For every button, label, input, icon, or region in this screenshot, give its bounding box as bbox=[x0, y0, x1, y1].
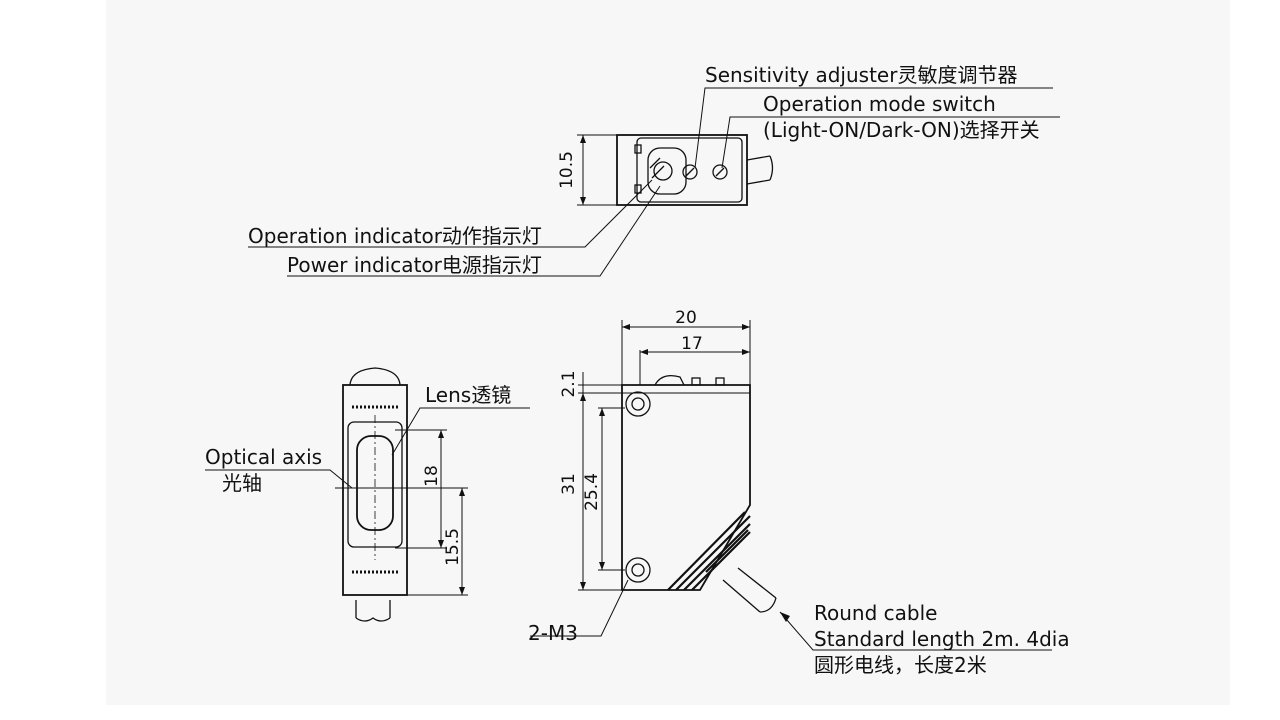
mount-hole-lower-icon bbox=[625, 557, 651, 583]
top-view-cable bbox=[746, 155, 771, 185]
side-view-cable-break bbox=[759, 597, 777, 613]
leader-lens bbox=[391, 407, 530, 456]
mode-switch-icon bbox=[712, 164, 728, 180]
indicator-lens-outline bbox=[647, 147, 687, 195]
mount-hole-upper-inner bbox=[631, 397, 645, 411]
leader-sensitivity bbox=[694, 87, 1053, 169]
leader-operation-indicator bbox=[248, 179, 653, 248]
top-view-inner-panel bbox=[636, 137, 743, 203]
top-view bbox=[248, 87, 1060, 277]
front-view-top-cap bbox=[349, 367, 401, 386]
dim-hole-pitch-value: 25.4 bbox=[582, 473, 602, 511]
label-cable-cn: 圆形电线，长度2米 bbox=[814, 653, 987, 677]
front-view-body bbox=[342, 384, 408, 596]
label-optical-axis-cn: 光轴 bbox=[222, 471, 262, 495]
label-optical-axis: Optical axis bbox=[205, 445, 322, 469]
label-cable-length: Standard length 2m. 4dia bbox=[814, 627, 1070, 651]
mount-hole-upper-icon bbox=[625, 391, 651, 417]
label-light-dark-on: (Light-ON/Dark-ON)选择开关 bbox=[763, 118, 1040, 142]
operation-indicator-icon bbox=[653, 161, 673, 181]
leader-power-indicator bbox=[287, 185, 661, 277]
top-view-cable-break bbox=[769, 155, 774, 181]
leader-mount bbox=[530, 579, 629, 637]
top-view-body bbox=[616, 134, 748, 206]
side-view-tab-1 bbox=[691, 377, 701, 386]
leader-mode-switch bbox=[721, 116, 1060, 169]
top-view-notch-upper bbox=[634, 144, 642, 154]
dim-18-extension bbox=[395, 429, 447, 549]
front-view bbox=[205, 367, 530, 622]
dim-axis-offset-value: 15.5 bbox=[443, 528, 463, 566]
mount-hole-lower-inner bbox=[631, 563, 645, 577]
dim-15-5-extension bbox=[407, 487, 468, 596]
side-view-indicator-bump bbox=[654, 374, 685, 386]
indicator-hatching bbox=[649, 157, 665, 179]
label-sensitivity-adjuster: Sensitivity adjuster灵敏度调节器 bbox=[705, 63, 1017, 87]
dim-10-5-extension bbox=[577, 134, 617, 206]
cable-strain-relief-hatching bbox=[667, 511, 751, 591]
dimension-arrowheads bbox=[438, 135, 790, 622]
sensitivity-adjuster-icon bbox=[682, 164, 698, 180]
label-power-indicator: Power indicator电源指示灯 bbox=[287, 253, 542, 277]
front-view-cable-break bbox=[355, 617, 391, 622]
label-operation-mode-switch: Operation mode switch bbox=[763, 92, 996, 116]
side-view-cable bbox=[722, 567, 777, 613]
leader-optical-axis bbox=[205, 469, 353, 489]
dim-width-total-value: 20 bbox=[675, 308, 697, 328]
side-view-tab-2 bbox=[715, 377, 725, 386]
top-view-notch-lower bbox=[634, 184, 642, 194]
label-round-cable: Round cable bbox=[814, 601, 937, 625]
dim-lens-height-value: 18 bbox=[422, 465, 442, 487]
dim-height-total-value: 31 bbox=[559, 473, 579, 495]
sensitivity-adjuster-slot bbox=[685, 167, 695, 177]
dim-top-height-value: 10.5 bbox=[557, 151, 577, 189]
mode-switch-slot bbox=[715, 167, 725, 177]
dim-width-inner-value: 17 bbox=[681, 334, 703, 354]
label-lens: Lens透镜 bbox=[425, 383, 511, 407]
dim-top-offset-value: 2.1 bbox=[559, 370, 579, 397]
leader-cable bbox=[779, 611, 1052, 651]
dim-height-extension bbox=[578, 384, 622, 591]
front-view-cable bbox=[355, 600, 391, 618]
label-mount-screws: 2-M3 bbox=[528, 621, 578, 645]
label-operation-indicator: Operation indicator动作指示灯 bbox=[248, 224, 542, 248]
side-view bbox=[530, 320, 1052, 651]
